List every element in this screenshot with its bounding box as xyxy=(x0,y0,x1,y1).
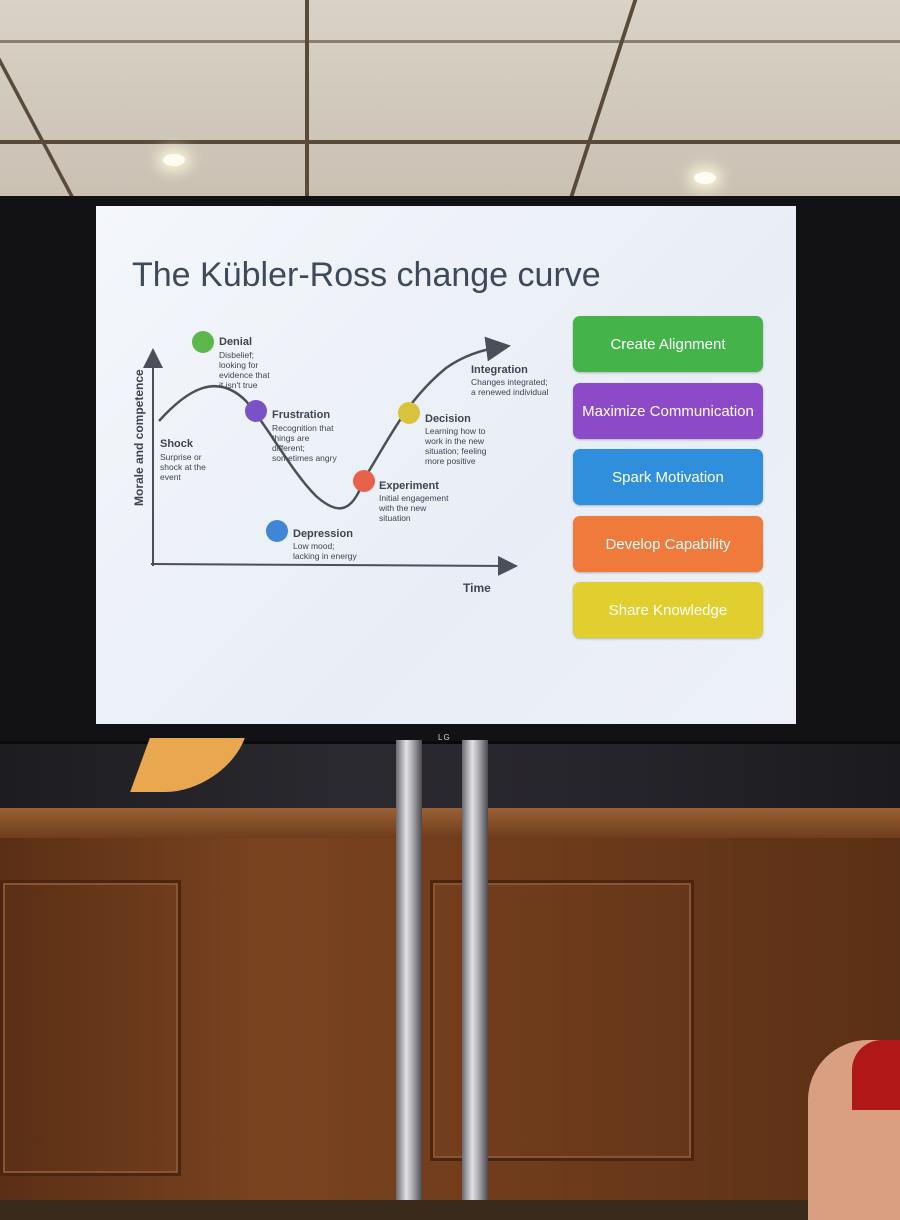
person-sleeve xyxy=(852,1040,900,1110)
stage-decision-desc: Learning how to xyxy=(425,426,486,436)
stage-frustration-desc: Recognition that xyxy=(272,423,334,433)
stage-shock-desc: event xyxy=(160,472,181,482)
share-knowledge-box: Share Knowledge xyxy=(573,582,763,638)
stage-denial-desc: it isn't true xyxy=(219,380,258,390)
stage-shock-desc: Surprise or xyxy=(160,452,202,462)
ceiling-beam xyxy=(0,40,900,43)
x-axis-label: Time xyxy=(463,581,491,595)
ceiling-light xyxy=(694,172,716,184)
wood-panel xyxy=(0,880,181,1176)
ceiling-light xyxy=(163,154,185,166)
stage-denial-desc: Disbelief; xyxy=(219,350,254,360)
stage-experiment-desc: situation xyxy=(379,513,411,523)
stage-integration-name: Integration xyxy=(471,364,528,376)
stage-decision-desc: work in the new xyxy=(424,436,485,446)
depression-dot xyxy=(266,520,288,542)
stage-frustration-desc: things are xyxy=(272,433,310,443)
stage-decision-desc: situation; feeling xyxy=(425,446,487,456)
x-axis xyxy=(151,564,510,566)
create-alignment-box: Create Alignment xyxy=(573,316,763,372)
stage-frustration-desc: sometimes angry xyxy=(272,453,337,463)
stage-integration-desc: a renewed individual xyxy=(471,387,549,397)
y-axis-label: Morale and competence xyxy=(132,369,146,506)
stage-depression-name: Depression xyxy=(293,528,353,540)
stage-experiment-desc: Initial engagement xyxy=(379,493,449,503)
stage-denial-name: Denial xyxy=(219,336,252,348)
develop-capability-box: Develop Capability xyxy=(573,516,763,572)
ceiling-beam xyxy=(305,0,309,205)
maximize-communication-box: Maximize Communication xyxy=(573,383,763,439)
ceiling-beam xyxy=(567,0,638,205)
ceiling-beam xyxy=(0,140,900,144)
stage-frustration-name: Frustration xyxy=(272,409,330,421)
tv-brand-logo: LG xyxy=(438,733,451,742)
denial-dot xyxy=(192,331,214,353)
frustration-dot xyxy=(245,400,267,422)
stage-integration-desc: Changes integrated; xyxy=(471,377,548,387)
stage-shock-desc: shock at the xyxy=(160,462,206,472)
presentation-slide: The Kübler-Ross change curve Morale and … xyxy=(96,206,796,724)
stage-shock-name: Shock xyxy=(160,438,194,450)
stage-denial-desc: evidence that xyxy=(219,370,270,380)
wood-trim xyxy=(0,808,900,838)
tv-stand-pole xyxy=(396,740,422,1200)
stage-depression-desc: Low mood; xyxy=(293,541,335,551)
ceiling xyxy=(0,0,900,205)
stage-decision-name: Decision xyxy=(425,413,471,425)
change-curve-diagram: Morale and competence Time Shock Surpris… xyxy=(96,206,566,606)
stage-frustration-desc: different; xyxy=(272,443,305,453)
stage-denial-desc: looking for xyxy=(219,360,258,370)
tv-stand-pole xyxy=(462,740,488,1200)
ceiling-beam xyxy=(0,0,79,205)
stage-decision-desc: more positive xyxy=(425,456,476,466)
stage-experiment-name: Experiment xyxy=(379,480,439,492)
stage-experiment-desc: with the new xyxy=(378,503,427,513)
stage-depression-desc: lacking in energy xyxy=(293,551,358,561)
experiment-dot xyxy=(353,470,375,492)
decision-dot xyxy=(398,402,420,424)
spark-motivation-box: Spark Motivation xyxy=(573,449,763,505)
